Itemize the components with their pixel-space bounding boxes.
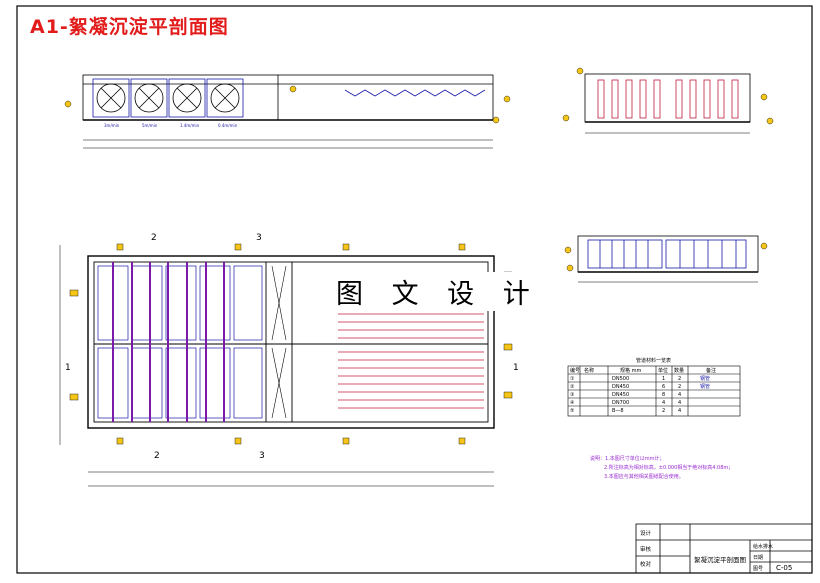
legend-row-4-no: ④: [570, 400, 575, 406]
legend-row-4-unit: 4: [678, 400, 681, 406]
plan-transition-zone: [271, 265, 287, 419]
legend-row-1-name: DN500: [612, 376, 629, 382]
legend-row-4-qty: 4: [662, 400, 665, 406]
legend-table: [567, 365, 741, 417]
title-block-right-1: 给水排水: [753, 543, 773, 550]
section-marker-3-top: 3: [256, 233, 262, 243]
section-marker-1-right: 1: [513, 363, 519, 373]
plan-pipe-stubs: [69, 243, 513, 445]
legend-row-2-unit: 2: [678, 384, 681, 390]
section-marker-1-left: 1: [65, 363, 71, 373]
cross-section-lower: [577, 235, 759, 283]
title-block: [635, 523, 813, 574]
legend-header-unit: 单位: [658, 367, 668, 374]
legend-row-3-qty: 8: [662, 392, 665, 398]
legend-header-qty: 数量: [674, 367, 684, 374]
note-line-3: 3.本图应与其他相关图纸配合使用。: [604, 473, 684, 480]
legend-row-2-name: DN450: [612, 384, 629, 390]
watermark: 图 文 设 计: [332, 272, 544, 311]
note-line-1: 说明：1.本图尺寸单位以mm计；: [590, 455, 665, 462]
long-flow-labels: 3m/min 5m/min 1.4m/min 0.4m/min: [104, 123, 238, 128]
plan-view: [59, 245, 495, 487]
legend-header-no: 编号: [570, 367, 580, 374]
legend-row-5-unit: 4: [678, 408, 681, 414]
legend-row-1-note: 钢管: [700, 375, 710, 382]
long-section-callouts: [64, 85, 511, 124]
legend-row-2-note: 钢管: [700, 383, 710, 390]
legend-row-3-name: DN450: [612, 392, 629, 398]
legend-header-name: 名称: [584, 367, 594, 374]
sheet-border: [16, 5, 813, 574]
legend-row-5-no: ⑤: [570, 408, 574, 414]
flow-label-1: 3m/min: [104, 123, 120, 128]
title-row-label-1: 设计: [640, 529, 652, 537]
title-row-label-3: 校对: [640, 560, 652, 568]
legend-row-1-qty: 1: [662, 376, 665, 382]
drawing-heading: A1-絮凝沉淀平剖面图: [30, 16, 229, 38]
legend-row-3-unit: 4: [678, 392, 681, 398]
plan-settling-tubes: [338, 313, 484, 409]
legend-table-text: 管道材料一览表 编号 名称 规格 mm 单位 数量 备注 ① DN500 1 2…: [570, 357, 716, 414]
section-marker-2-top: 2: [151, 233, 157, 243]
legend-row-5-qty: 2: [662, 408, 665, 414]
legend-row-1-unit: 2: [678, 376, 681, 382]
plan-flocculation-columns: [112, 262, 225, 422]
flow-label-2: 5m/min: [142, 123, 158, 128]
drawing-notes: 说明：1.本图尺寸单位以mm计； 2.所注标高为相对标高，±0.000相当于绝对…: [590, 455, 733, 480]
title-block-right-3: 图号: [753, 566, 763, 572]
legend-header-spec: 规格 mm: [620, 367, 641, 374]
title-block-drawing-no: C-05: [776, 564, 792, 572]
legend-row-2-no: ②: [570, 384, 575, 390]
legend-row-1-no: ①: [570, 376, 575, 382]
cross-section-lower-callouts: [564, 242, 768, 272]
legend-row-3-no: ③: [570, 392, 574, 398]
plan-flocculation-cells: [97, 265, 263, 419]
title-block-right-2: 日期: [753, 555, 763, 561]
section-marker-3-bottom: 3: [259, 451, 265, 461]
long-section: [82, 74, 494, 149]
title-block-text: 设计 审核 校对 絮凝沉淀平剖面图 给水排水 日期 图号 C-05: [640, 529, 792, 572]
legend-row-4-name: DN700: [612, 400, 629, 406]
cross-section-upper-callouts: [562, 67, 774, 125]
title-block-drawing-name: 絮凝沉淀平剖面图: [694, 555, 746, 564]
note-line-2: 2.所注标高为相对标高，±0.000相当于绝对标高4.08m；: [604, 464, 733, 471]
legend-table-title: 管道材料一览表: [636, 357, 671, 364]
legend-header-note: 备注: [706, 367, 716, 374]
legend-row-2-qty: 6: [662, 384, 665, 390]
section-marker-2-bottom: 2: [154, 451, 160, 461]
flow-label-4: 0.4m/min: [218, 123, 238, 128]
flow-label-3: 1.4m/min: [180, 123, 200, 128]
legend-row-5-name: B—8: [612, 408, 624, 414]
title-row-label-2: 审核: [640, 545, 652, 553]
plan-markers: 2 3 1 1 2 3: [65, 233, 519, 461]
cross-section-upper: [584, 73, 751, 134]
